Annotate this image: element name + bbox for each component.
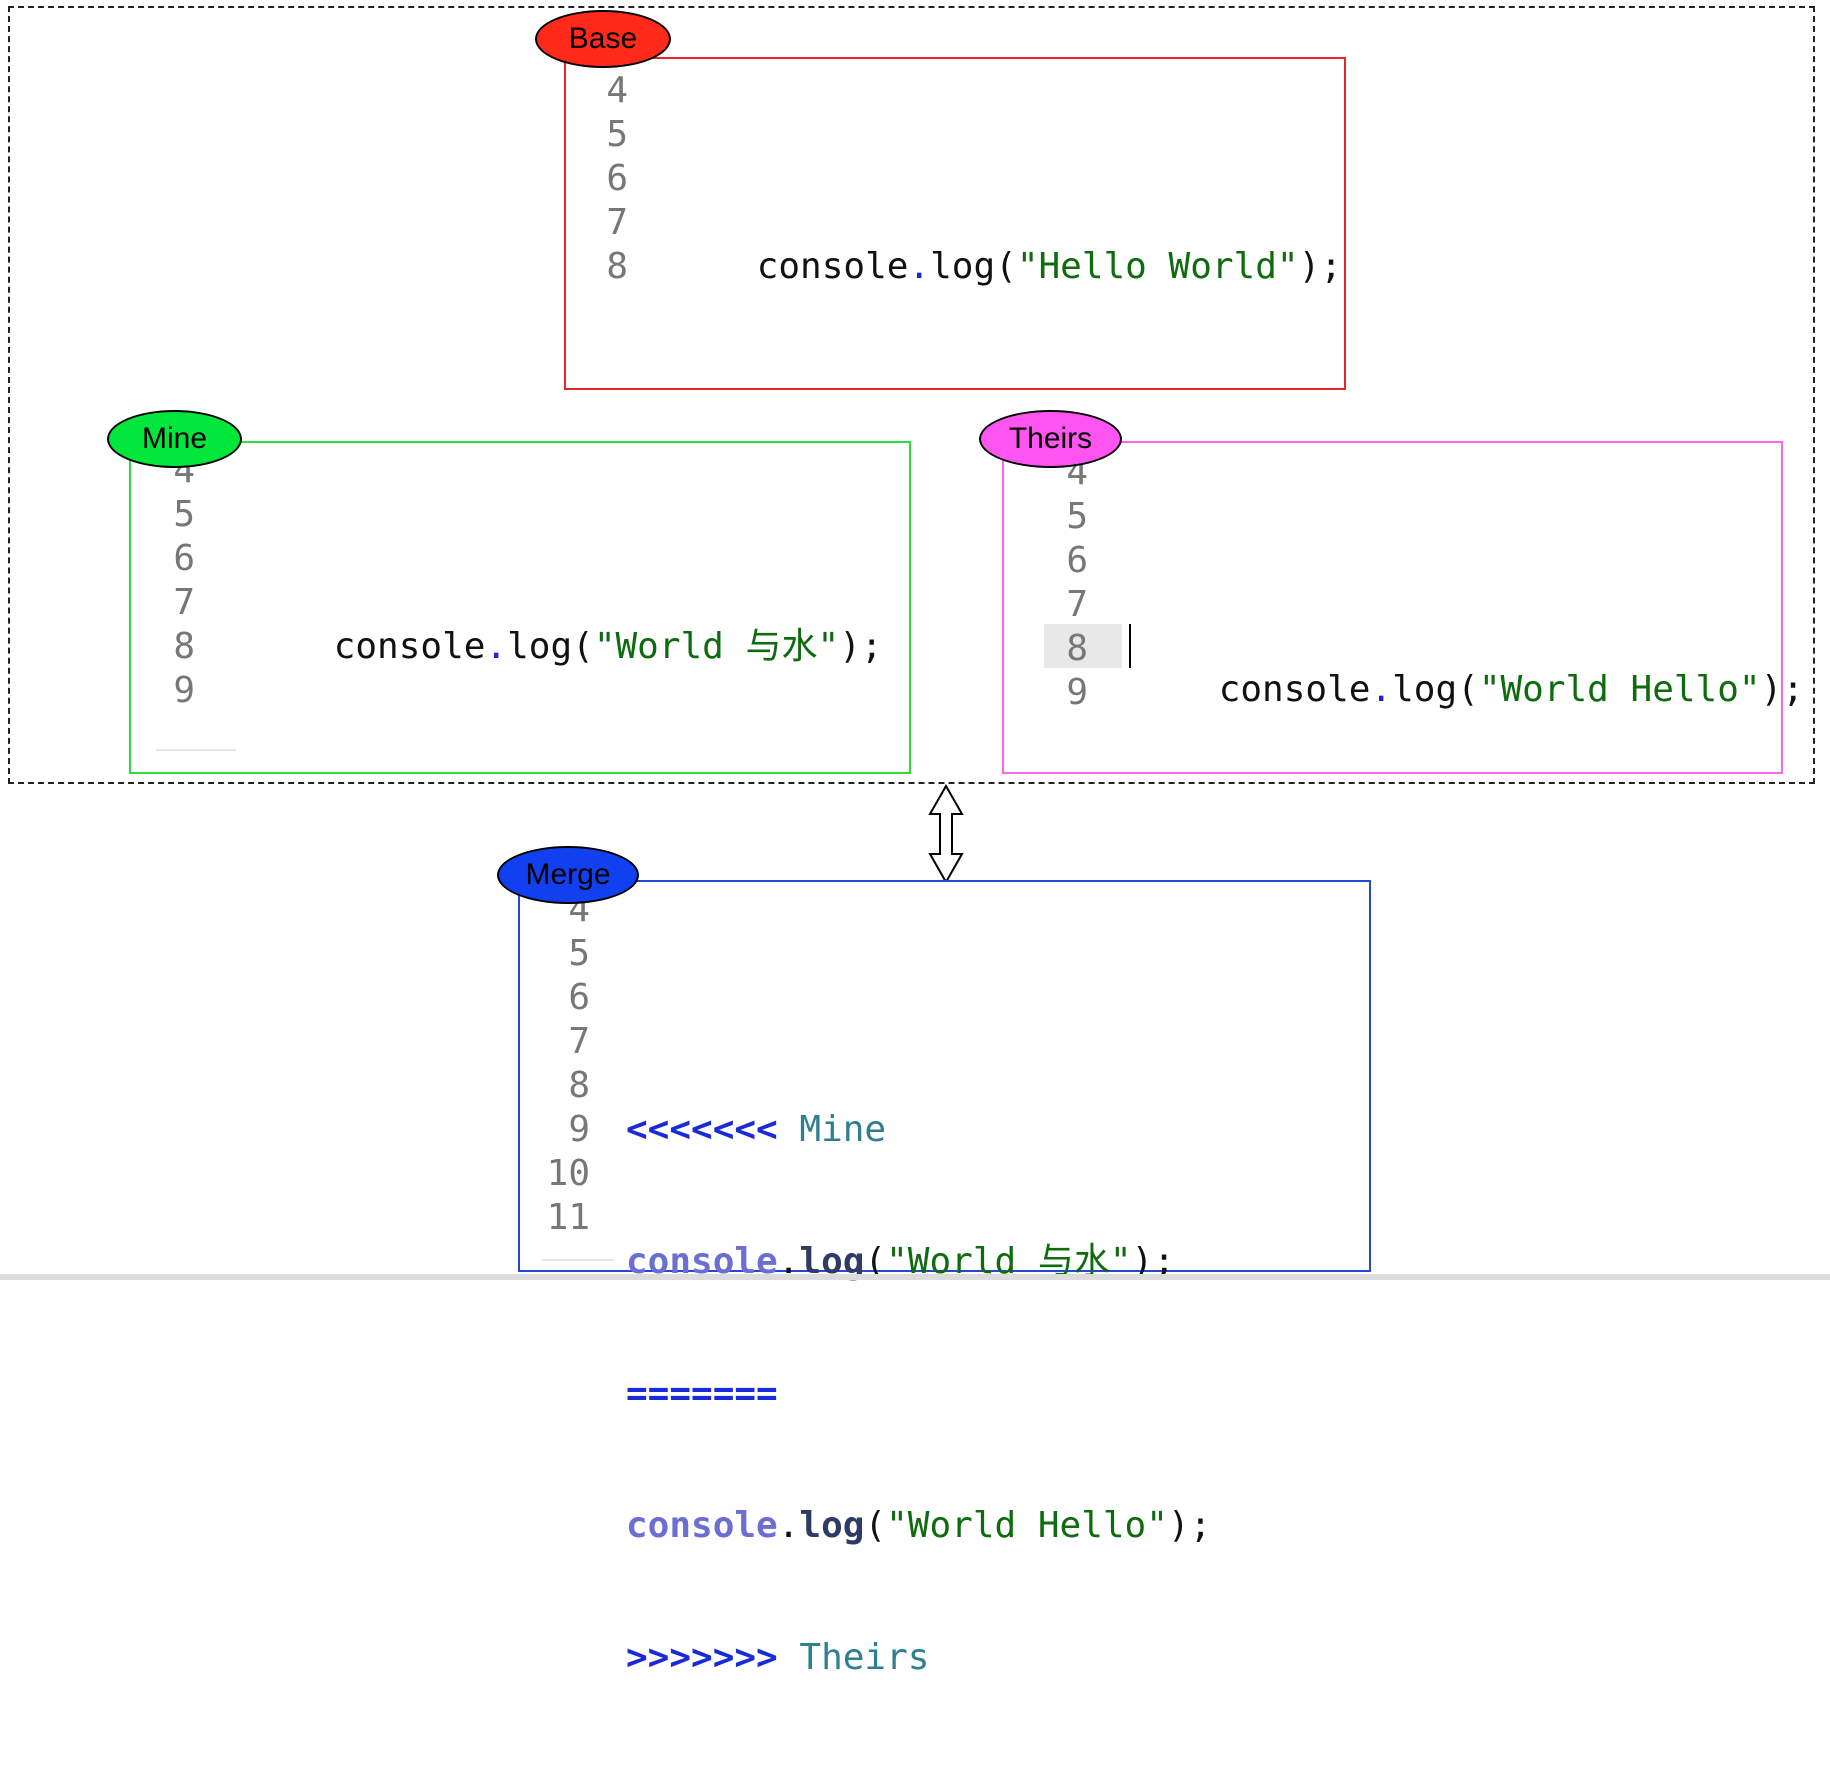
merge-badge: Merge (497, 846, 639, 904)
line-number: 5 (568, 933, 590, 974)
line-number: 11 (546, 1197, 590, 1238)
code-method: log (799, 1505, 865, 1546)
conflict-label-mine: Mine (799, 1109, 887, 1150)
theirs-badge: Theirs (979, 410, 1122, 468)
code-end: ); (839, 626, 883, 667)
code-object: console (626, 1505, 778, 1546)
line-number: 9 (568, 1109, 590, 1150)
code-dot: . (777, 1241, 800, 1282)
code-object: console (756, 246, 909, 287)
code-end: ); (1298, 246, 1342, 287)
mine-line-numbers: 4 5 6 7 8 9 (153, 449, 195, 713)
base-badge: Base (535, 10, 671, 68)
line-number: 6 (1066, 540, 1088, 581)
conflict-marker-end: >>>>>>> (626, 1637, 778, 1678)
code-string: "Hello World" (1016, 246, 1299, 287)
code-end: ); (1167, 1505, 1212, 1546)
line-number: 7 (568, 1021, 590, 1062)
code-method: log( (1392, 669, 1479, 710)
gutter-underline (156, 749, 236, 751)
code-string: "World 与水" (593, 626, 840, 667)
mine-code-line[interactable]: console.log("World 与水"); (247, 581, 883, 713)
line-number: 8 (606, 246, 628, 287)
code-method: log( (507, 626, 594, 667)
line-number: 9 (1066, 672, 1088, 713)
line-number: 6 (606, 158, 628, 199)
code-object: console (333, 626, 486, 667)
merge-line-numbers: 4 5 6 7 8 9 10 11 (538, 888, 590, 1240)
line-number: 9 (173, 670, 195, 711)
line-number: 7 (1066, 584, 1088, 625)
code-object: console (1218, 669, 1371, 710)
theirs-line-numbers: 4 5 6 7 8 9 (1044, 451, 1088, 715)
mine-panel: 4 5 6 7 8 9 console.log("World 与水"); (129, 441, 911, 774)
merge-panel: 4 5 6 7 8 9 10 11 <<<<<<< Mine console.l… (518, 880, 1371, 1678)
conflict-marker-start: <<<<<<< (626, 1109, 778, 1150)
code-end: ); (1760, 669, 1804, 710)
line-number: 10 (546, 1153, 590, 1194)
conflict-separator-line: ======= (626, 1372, 1211, 1416)
code-dot: . (485, 626, 508, 667)
line-number: 7 (606, 202, 628, 243)
code-method: log( (930, 246, 1017, 287)
code-string: "World Hello" (1478, 669, 1761, 710)
line-number: 5 (1066, 496, 1088, 537)
code-string: "World Hello" (886, 1505, 1168, 1546)
merge-code-line-theirs: console.log("World Hello"); (626, 1504, 1211, 1548)
base-line-numbers: 4 5 6 7 8 9 (588, 69, 628, 294)
conflict-label-theirs: Theirs (799, 1637, 930, 1678)
merge-code[interactable]: <<<<<<< Mine console.log("World 与水"); ==… (626, 1020, 1211, 1768)
code-dot: . (777, 1505, 800, 1546)
code-paren: ( (864, 1505, 887, 1546)
mine-badge: Mine (107, 410, 242, 468)
gutter-underline (542, 1259, 614, 1261)
conflict-marker-separator: ======= (626, 1373, 778, 1414)
bottom-scrollbar-strip (0, 1274, 1830, 1280)
base-code-line[interactable]: console.log("Hello World"); (670, 201, 1342, 333)
line-number: 8 (1066, 628, 1088, 669)
code-paren: ( (864, 1241, 887, 1282)
line-number: 8 (568, 1065, 590, 1106)
line-number: 7 (173, 582, 195, 623)
theirs-code-line[interactable]: console.log("World Hello"); (1132, 624, 1804, 756)
text-caret (1129, 624, 1131, 668)
double-arrow-icon (928, 784, 964, 884)
line-number: 6 (568, 977, 590, 1018)
line-number: 5 (606, 114, 628, 155)
line-number: 8 (173, 626, 195, 667)
line-number: 5 (173, 494, 195, 535)
current-line-highlight (1044, 624, 1122, 668)
theirs-panel: 4 5 6 7 8 9 console.log("World Hello"); (1002, 441, 1804, 774)
code-dot: . (908, 246, 931, 287)
base-panel: 4 5 6 7 8 9 console.log("Hello World"); (564, 57, 1346, 390)
line-number: 6 (173, 538, 195, 579)
code-dot: . (1370, 669, 1393, 710)
inputs-group-frame (8, 6, 1815, 784)
conflict-end-line: >>>>>>> Theirs (626, 1636, 1211, 1680)
conflict-start-line: <<<<<<< Mine (626, 1108, 1211, 1152)
line-number: 4 (606, 70, 628, 111)
line-number: 9 (588, 289, 628, 294)
